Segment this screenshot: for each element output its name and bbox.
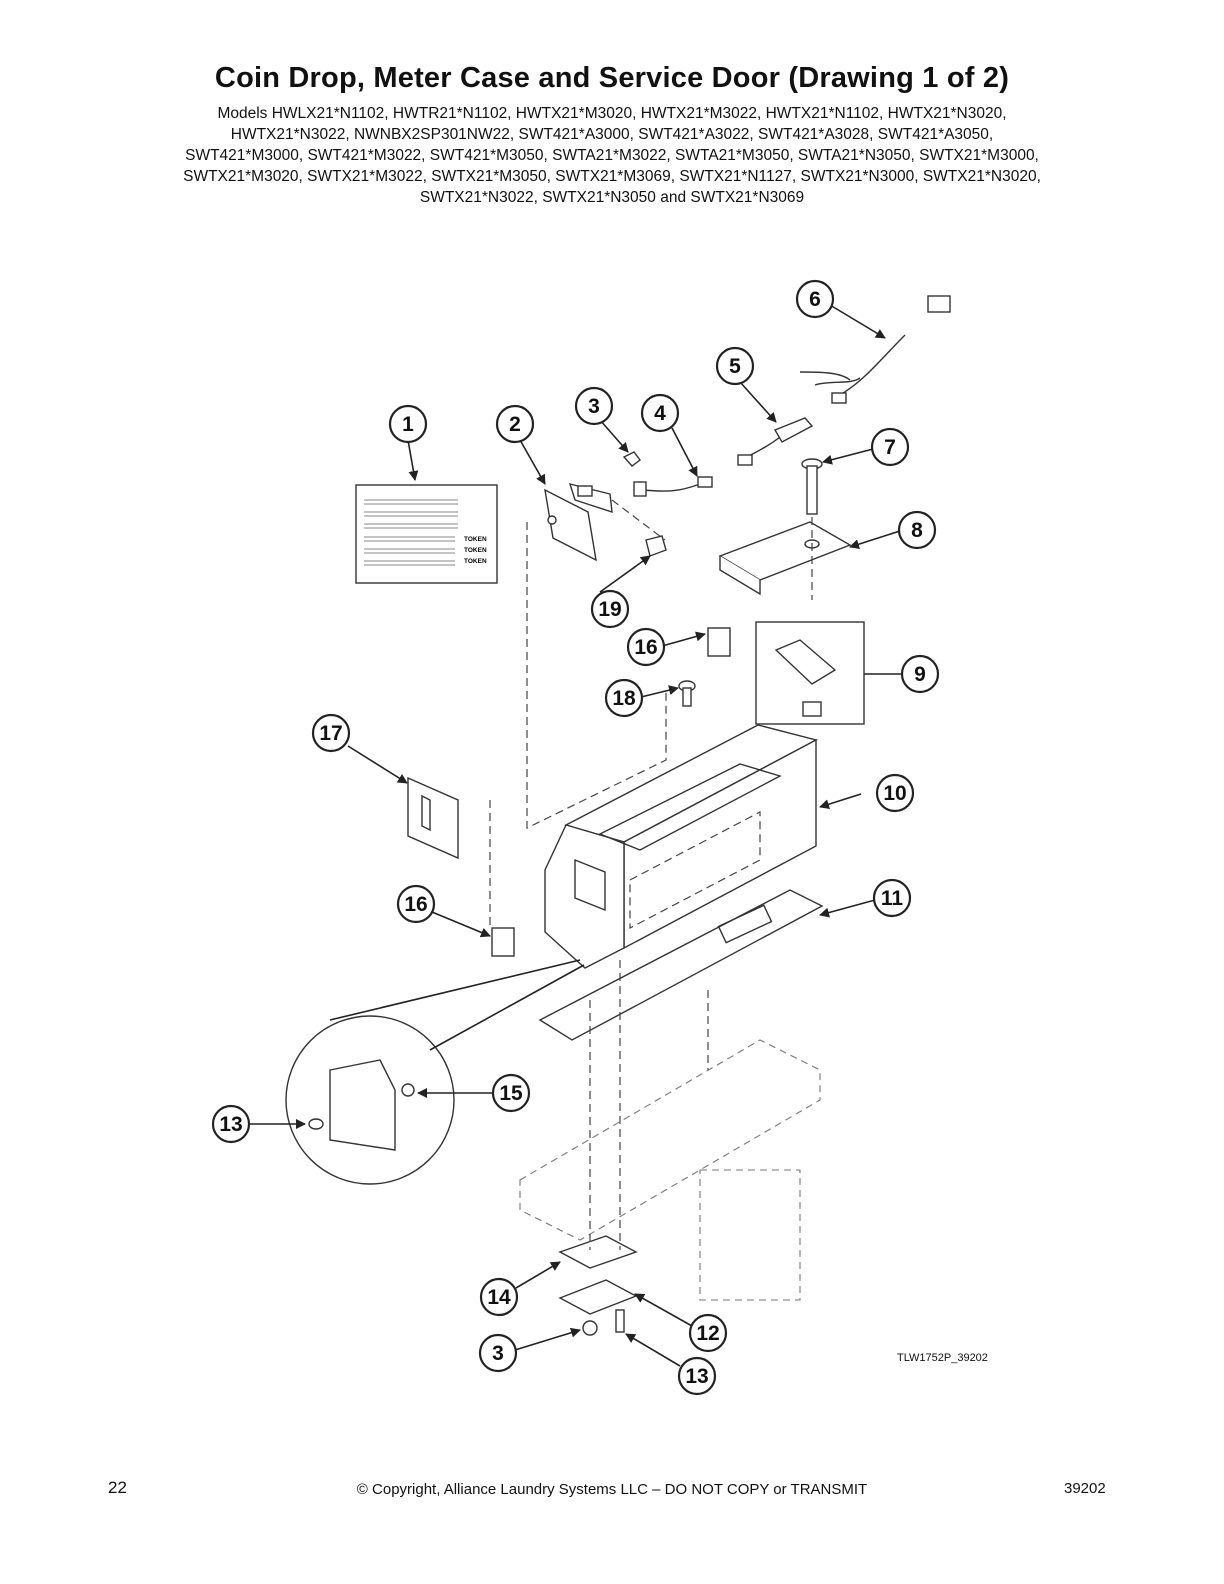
svg-text:9: 9 [914,663,926,686]
callout-16: 16 [396,884,436,924]
model-line: SWT421*M3000, SWT421*M3022, SWT421*M3050… [185,147,1039,164]
harness-adapter-part [737,417,814,466]
callout-13: 13 [211,1104,251,1144]
meter-case-part [544,724,818,969]
callout-9: 9 [900,654,940,694]
callout-3: 3 [574,386,614,426]
model-line: Models HWLX21*N1102, HWTR21*N1102, HWTX2… [217,105,1007,122]
coin-drop-bracket-part [544,483,613,562]
callout-10: 10 [875,773,915,813]
copyright-notice: © Copyright, Alliance Laundry Systems LL… [356,1481,868,1498]
svg-text:15: 15 [499,1082,523,1105]
svg-text:6: 6 [809,288,821,311]
callout-6: 6 [795,279,835,319]
screw-part-18 [678,680,696,707]
nut-part [622,451,641,467]
drawing-code: TLW1752P_39202 [897,1352,988,1364]
service-door-part [407,776,459,860]
svg-text:2: 2 [509,413,521,436]
svg-text:17: 17 [319,722,342,745]
callout-11: 11 [872,878,912,918]
model-line: SWTX21*N3022, SWTX21*N3050 and SWTX21*N3… [419,189,805,206]
callout-2: 2 [495,404,535,444]
assembly-lines [489,499,813,1250]
model-list: Models HWLX21*N1102, HWTR21*N1102, HWTX2… [100,103,1124,208]
svg-text:14: 14 [487,1286,511,1309]
callout-3: 3 [478,1333,518,1373]
decal-label-part: TOKEN TOKEN TOKEN [355,484,498,584]
svg-text:5: 5 [729,355,741,378]
callout-7: 7 [870,427,910,467]
bracket-detail-box [755,621,865,725]
wire-harness-part [633,476,713,497]
callout-18: 18 [604,678,644,718]
callout-8: 8 [897,510,937,550]
model-line: HWTX21*N3022, NWNBX2SP301NW22, SWT421*A3… [230,126,994,143]
fastener-part [582,1309,625,1336]
cover-plate-part [718,521,852,596]
callout-15: 15 [491,1073,531,1113]
svg-text:11: 11 [881,887,904,910]
svg-text:13: 13 [219,1113,242,1136]
svg-text:12: 12 [696,1322,719,1345]
token-label: TOKEN [464,547,487,554]
leader-lines [247,304,903,1367]
svg-text:7: 7 [884,436,896,459]
svg-text:3: 3 [588,395,600,418]
svg-text:3: 3 [492,1342,504,1365]
callout-19: 19 [590,589,630,629]
page-title: Coin Drop, Meter Case and Service Door (… [214,62,1010,94]
svg-text:16: 16 [404,893,427,916]
svg-text:8: 8 [911,519,923,542]
svg-text:13: 13 [685,1365,708,1388]
svg-text:4: 4 [654,402,666,425]
switch-part [491,627,731,957]
token-label: TOKEN [464,536,487,543]
callout-17: 17 [311,713,351,753]
svg-text:1: 1 [402,413,414,436]
callout-13: 13 [677,1356,717,1396]
callout-14: 14 [479,1277,519,1317]
svg-text:10: 10 [883,782,906,805]
callout-1: 1 [388,404,428,444]
screw-part [801,458,823,515]
page-number: 22 [108,1478,127,1497]
svg-text:16: 16 [634,636,657,659]
callout-16: 16 [626,627,666,667]
washer-plate-part [558,1235,638,1315]
wire-harness-connector-part [799,295,951,404]
detail-magnifier [285,959,585,1185]
machine-top-outline [519,1039,821,1301]
svg-text:19: 19 [598,598,621,621]
model-line: SWTX21*M3020, SWTX21*M3022, SWTX21*M3050… [183,168,1041,185]
svg-text:18: 18 [612,687,636,710]
callout-4: 4 [640,393,680,433]
callout-12: 12 [688,1313,728,1353]
token-label: TOKEN [464,558,487,565]
callout-5: 5 [715,346,755,386]
document-number: 39202 [1064,1480,1106,1497]
base-plate-part [538,889,824,1041]
clip-part [645,535,667,557]
